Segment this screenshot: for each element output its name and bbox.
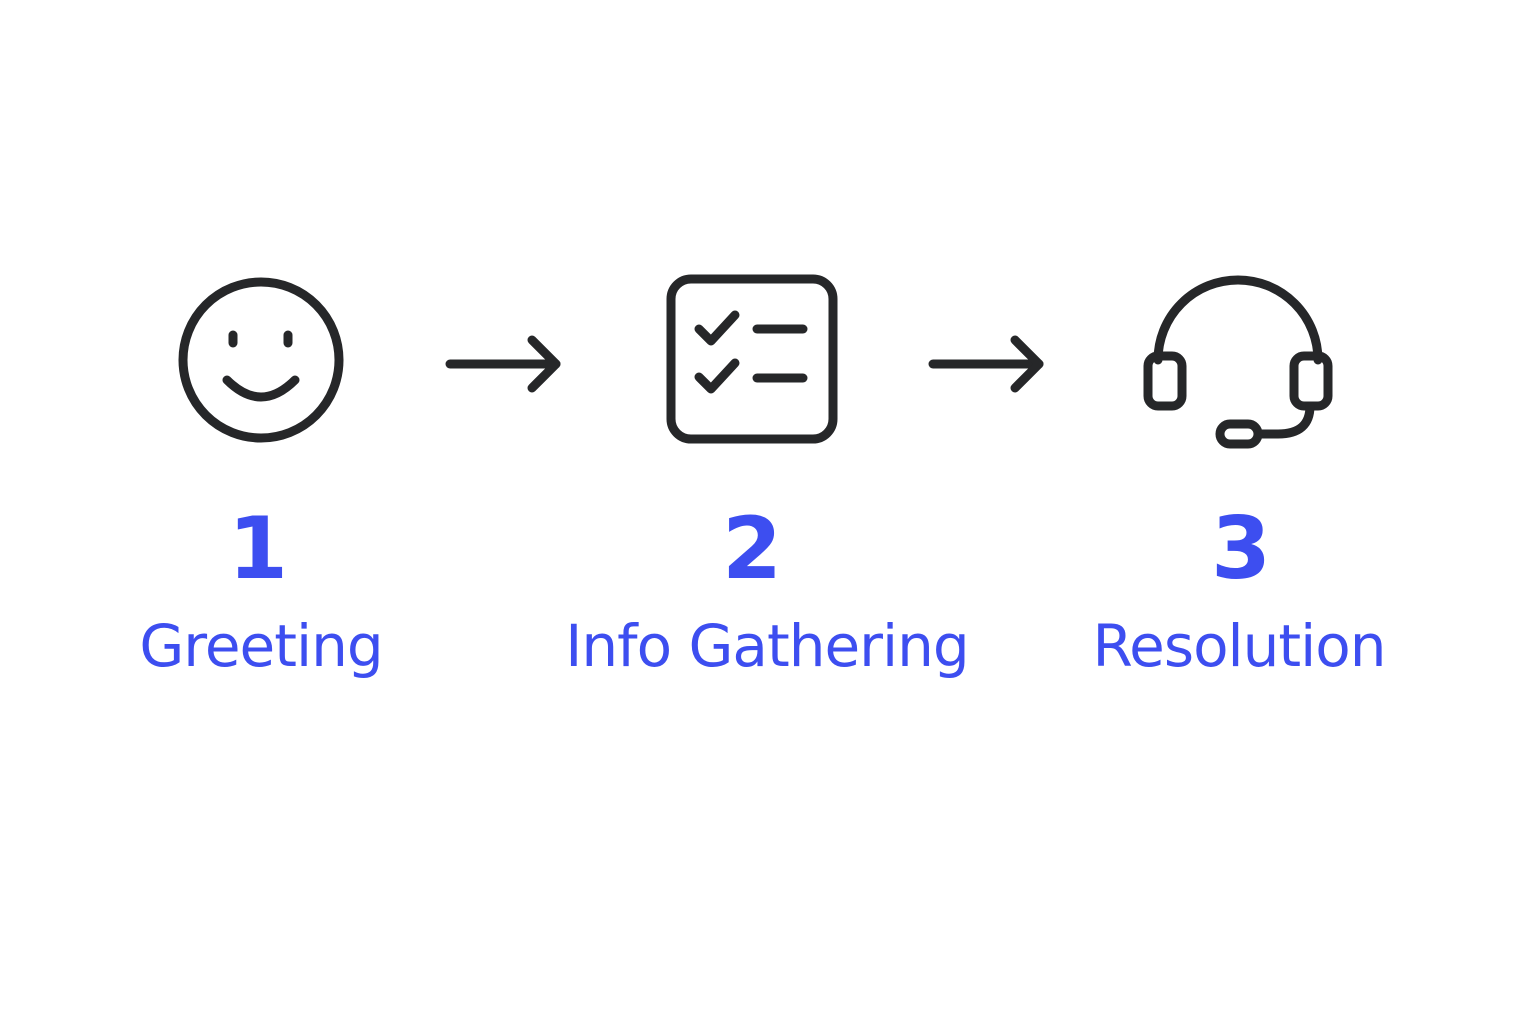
checklist-icon [665,273,839,445]
arrow-right-icon [444,334,566,394]
step-label-resolution: Resolution [1092,612,1386,680]
smiley-face-icon [175,274,347,446]
arrow-right-icon [927,334,1049,394]
step-number-3: 3 [1211,499,1271,599]
step-number-2: 2 [722,499,782,599]
headset-icon [1140,274,1336,452]
step-label-info-gathering: Info Gathering [565,612,969,680]
step-number-1: 1 [228,499,288,599]
step-label-greeting: Greeting [139,612,383,680]
